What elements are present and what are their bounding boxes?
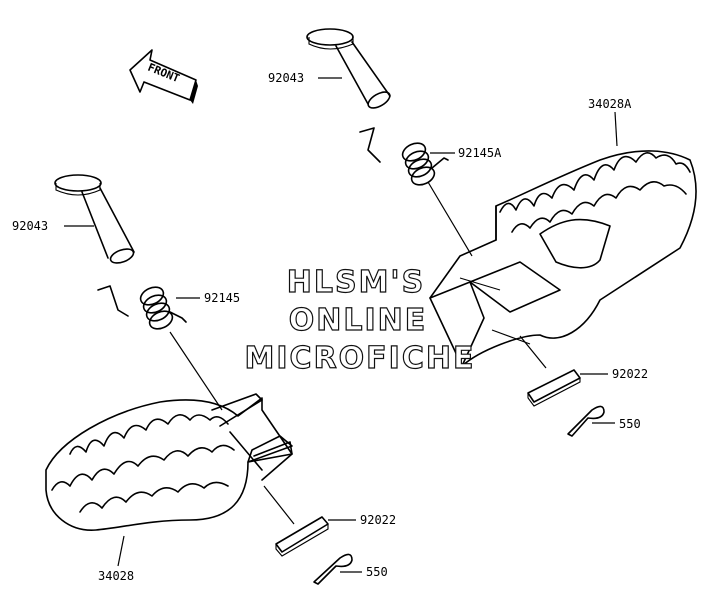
spring-right-label: 92145A (458, 146, 502, 160)
cotter-left-label: 550 (366, 565, 388, 579)
footpeg-left-label: 34028 (98, 569, 134, 583)
watermark-line1: HLSM'S (287, 265, 425, 300)
footpeg-right-label: 34028A (588, 97, 632, 111)
spring-left (97, 285, 187, 330)
footpeg-left (45, 393, 293, 531)
watermark-line3: MICROFICHE (245, 341, 476, 376)
washer-right (527, 369, 581, 407)
spring-right (359, 127, 449, 186)
pin-right (306, 28, 391, 109)
pin-right-label: 92043 (268, 71, 304, 85)
cotter-left (313, 553, 353, 585)
washer-left (275, 516, 329, 557)
footpeg-right (429, 150, 697, 367)
pin-left-label: 92043 (12, 219, 48, 233)
front-label: FRONT (146, 61, 182, 86)
watermark: HLSM'S ONLINE MICROFICHE (244, 264, 476, 376)
spring-left-label: 92145 (204, 291, 240, 305)
pin-left (54, 174, 135, 264)
washer-left-label: 92022 (360, 513, 396, 527)
watermark-line2: ONLINE (289, 303, 428, 338)
cotter-right (567, 405, 605, 437)
front-arrow-icon: FRONT (129, 49, 198, 104)
washer-right-label: 92022 (612, 367, 648, 381)
cotter-right-label: 550 (619, 417, 641, 431)
